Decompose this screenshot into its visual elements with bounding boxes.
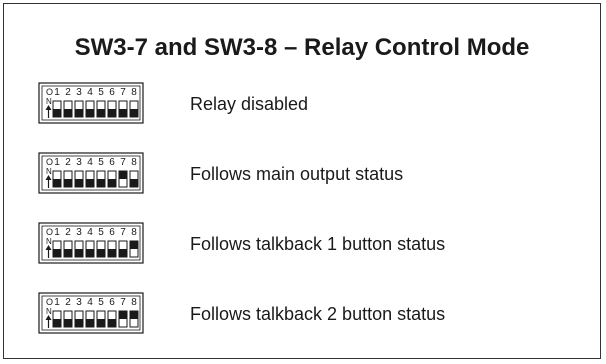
switch-number: 7: [120, 227, 126, 238]
switch-toggle-off: [108, 109, 116, 117]
switch-toggle-off: [108, 179, 116, 187]
switch-number: 4: [87, 227, 93, 238]
switch-number: 8: [131, 157, 137, 168]
switch-toggle-on: [130, 311, 138, 319]
page-title: SW3-7 and SW3-8 – Relay Control Mode: [74, 34, 530, 61]
switch-toggle-off: [64, 319, 72, 327]
switch-toggle-off: [64, 109, 72, 117]
switch-toggle-off: [119, 249, 127, 257]
switch-number: 2: [65, 157, 71, 168]
switch-number: 3: [76, 87, 82, 98]
mode-label: Relay disabled: [190, 94, 309, 114]
switch-number: 8: [131, 87, 137, 98]
switch-number: 4: [87, 87, 93, 98]
switch-toggle-off: [130, 109, 138, 117]
switch-number: 6: [109, 157, 115, 168]
mode-label: Follows talkback 2 button status: [190, 304, 446, 324]
switch-number: 2: [65, 227, 71, 238]
on-label-o: O: [46, 87, 53, 97]
switch-toggle-off: [53, 319, 61, 327]
up-arrow-icon: [45, 245, 52, 250]
switch-toggle-off: [75, 179, 83, 187]
switch-toggle-off: [53, 109, 61, 117]
up-arrow-icon: [45, 175, 52, 180]
switch-toggle-off: [97, 179, 105, 187]
switch-toggle-off: [86, 179, 94, 187]
switch-number: 1: [54, 227, 60, 238]
switch-toggle-off: [75, 109, 83, 117]
switch-number: 6: [109, 87, 115, 98]
switch-toggle-off: [86, 109, 94, 117]
switch-toggle-off: [97, 249, 105, 257]
dip-inner-frame: [41, 295, 141, 331]
switch-toggle-off: [75, 249, 83, 257]
switch-toggle-off: [97, 319, 105, 327]
switch-number: 5: [98, 297, 104, 308]
switch-number: 3: [76, 157, 82, 168]
switch-number: 1: [54, 157, 60, 168]
switch-toggle-off: [108, 249, 116, 257]
switch-toggle-off: [108, 319, 116, 327]
switch-toggle-off: [119, 109, 127, 117]
up-arrow-icon: [45, 315, 52, 320]
on-label-o: O: [46, 297, 53, 307]
dip-inner-frame: [41, 225, 141, 261]
switch-toggle-off: [75, 319, 83, 327]
switch-number: 8: [131, 227, 137, 238]
switch-number: 6: [109, 227, 115, 238]
switch-toggle-off: [86, 249, 94, 257]
switch-toggle-off: [64, 179, 72, 187]
switch-number: 1: [54, 297, 60, 308]
on-label-n: N: [46, 167, 52, 176]
switch-number: 7: [120, 297, 126, 308]
switch-toggle-off: [53, 179, 61, 187]
switch-toggle-on: [130, 241, 138, 249]
switch-number: 3: [76, 297, 82, 308]
dip-inner-frame: [41, 155, 141, 191]
mode-label: Follows main output status: [190, 164, 404, 184]
switch-number: 1: [54, 87, 60, 98]
on-label-o: O: [46, 157, 53, 167]
switch-toggle-on: [119, 311, 127, 319]
switch-toggle-off: [64, 249, 72, 257]
switch-number: 2: [65, 297, 71, 308]
up-arrow-icon: [45, 105, 52, 110]
on-label-n: N: [46, 237, 52, 246]
switch-toggle-off: [86, 319, 94, 327]
switch-number: 7: [120, 87, 126, 98]
switch-number: 7: [120, 157, 126, 168]
switch-number: 4: [87, 157, 93, 168]
switch-number: 5: [98, 227, 104, 238]
switch-number: 4: [87, 297, 93, 308]
switch-number: 8: [131, 297, 137, 308]
switch-toggle-off: [97, 109, 105, 117]
switch-number: 3: [76, 227, 82, 238]
switch-toggle-on: [119, 171, 127, 179]
on-label-o: O: [46, 227, 53, 237]
on-label-n: N: [46, 307, 52, 316]
dip-inner-frame: [41, 85, 141, 121]
switch-number: 5: [98, 157, 104, 168]
switch-toggle-off: [53, 249, 61, 257]
switch-number: 6: [109, 297, 115, 308]
switch-toggle-off: [130, 179, 138, 187]
mode-label: Follows talkback 1 button status: [190, 234, 446, 254]
switch-number: 5: [98, 87, 104, 98]
switch-number: 2: [65, 87, 71, 98]
on-label-n: N: [46, 97, 52, 106]
